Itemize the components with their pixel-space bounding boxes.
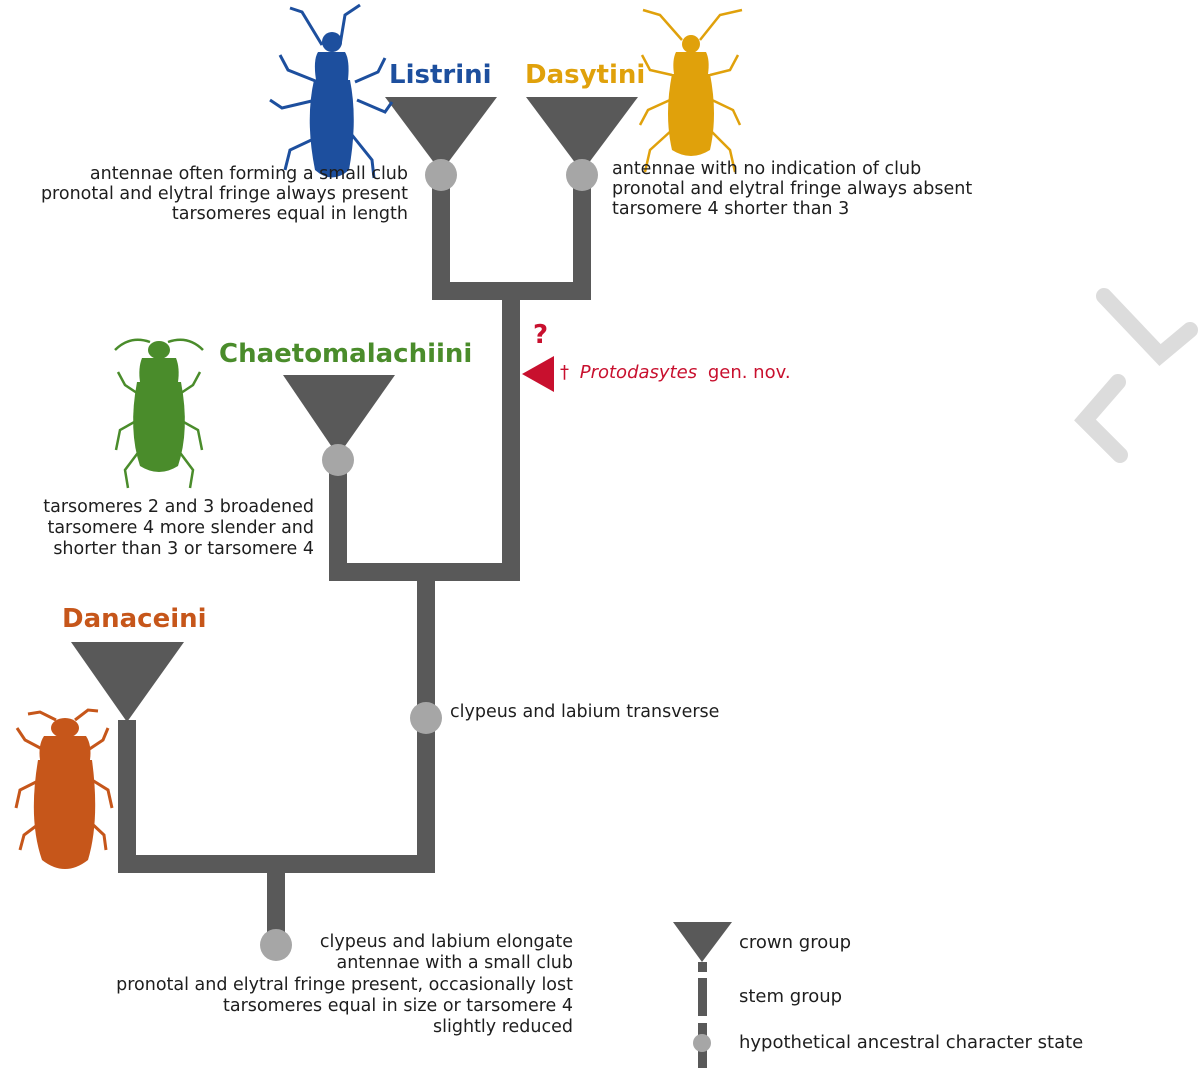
characters-root: clypeus and labium elongate antennae wit… [116,932,573,1037]
character-text-inner-node: clypeus and labium transverse [450,702,719,722]
beetle-danaceini-icon [16,710,112,869]
character-text: tarsomeres equal in length [172,204,408,224]
fossil-label: † Protodasytes gen. nov. [560,362,791,383]
character-text: shorter than 3 or tarsomere 4 [53,539,314,559]
legend-stem-label: stem group [739,986,842,1007]
character-text: tarsomeres equal in size or tarsomere 4 [223,996,573,1016]
legend-node-circle-icon [693,1034,711,1052]
watermark-marks [1085,296,1190,455]
characters-chaetomalachiini: tarsomeres 2 and 3 broadened tarsomere 4… [43,497,314,559]
crown-triangle-chaetomalachiini [283,375,395,456]
character-text: pronotal and elytral fringe always prese… [41,184,408,204]
beetle-listrini-icon [270,5,392,178]
fossil-arrow-icon [522,356,554,392]
branch-chaetomalachiini [338,460,426,572]
character-text: pronotal and elytral fringe present, occ… [116,975,573,995]
branch-danaceini [127,720,276,864]
legend-crown-triangle-icon [673,922,732,962]
node-dasytini [566,159,598,191]
characters-dasytini: antennae with no indication of club pron… [612,159,972,219]
character-text: tarsomeres 2 and 3 broadened [43,497,314,517]
taxon-label-danaceini: Danaceini [62,604,207,634]
beetle-dasytini-icon [640,10,742,172]
branch-dasytini [511,175,582,291]
node-listrini [425,159,457,191]
character-text: pronotal and elytral fringe always absen… [612,179,972,199]
character-text: antennae often forming a small club [90,164,408,184]
taxon-label-dasytini: Dasytini [525,60,645,90]
legend: crown group stem group hypothetical ance… [673,922,1083,1068]
fossil-suffix: gen. nov. [708,362,791,383]
legend-crown-stem-stub [698,962,707,972]
legend-ancestral-label: hypothetical ancestral character state [739,1032,1083,1053]
node-root [260,929,292,961]
character-text: antennae with a small club [336,953,573,973]
character-text: antennae with no indication of club [612,159,921,179]
fossil-dagger: † [560,362,569,383]
character-text: tarsomere 4 more slender and [47,518,314,538]
fossil-placement: ? † Protodasytes gen. nov. [522,320,791,392]
branch-listrini [441,175,511,291]
node-inner [410,702,442,734]
fossil-genus: Protodasytes [580,362,697,383]
fossil-question-mark: ? [533,320,548,350]
node-chaetomalachiini [322,444,354,476]
characters-listrini: antennae often forming a small club pron… [41,164,408,224]
tree-branches [127,175,582,945]
branch-inner-stem [276,572,426,864]
character-text: slightly reduced [433,1017,573,1037]
legend-crown-label: crown group [739,932,851,953]
taxon-label-listrini: Listrini [389,60,492,90]
character-text: tarsomere 4 shorter than 3 [612,199,849,219]
legend-stem-bar-icon [698,978,707,1016]
beetle-chaetomalachiini-icon [115,340,203,488]
character-text: clypeus and labium elongate [320,932,573,952]
branch-ld-stem [426,291,511,572]
taxon-label-chaetomalachiini: Chaetomalachiini [219,339,472,369]
